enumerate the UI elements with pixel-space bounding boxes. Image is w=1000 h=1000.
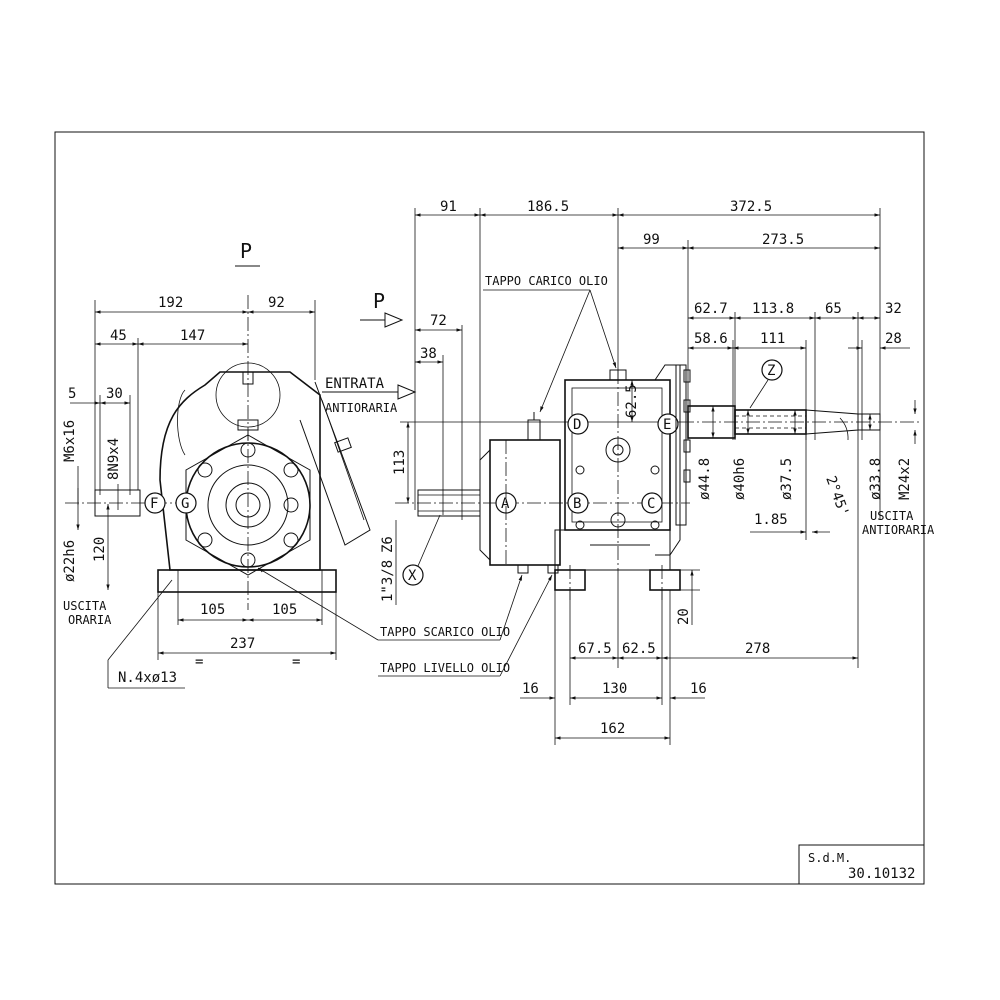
dim-32: 32 [885, 301, 902, 317]
key-8n9x4: 8N9x4 [106, 438, 122, 480]
dim-5: 5 [68, 386, 76, 402]
dim-111: 111 [760, 331, 785, 347]
dim-38: 38 [420, 346, 437, 362]
dim-113-8: 113.8 [752, 301, 794, 317]
right-output-line1: USCITA [870, 509, 914, 523]
dim-62-5-vertical: 62.5 [624, 384, 640, 418]
dim-16-left: 16 [522, 681, 539, 697]
eq-mark-2: = [292, 654, 300, 670]
dim-30: 30 [106, 386, 123, 402]
point-c: C [647, 496, 655, 512]
title-block-code: 30.10132 [848, 866, 915, 882]
dim-dia-33-8: ø33.8 [868, 458, 884, 500]
left-view-label: P [240, 239, 252, 263]
holes-label: N.4xø13 [118, 670, 177, 686]
input-label-antioraria: ANTIORARIA [325, 401, 398, 415]
right-output-line2: ANTIORARIA [862, 523, 935, 537]
dim-62-7: 62.7 [694, 301, 728, 317]
dim-162: 162 [600, 721, 625, 737]
circle-z: Z [767, 363, 775, 379]
dim-58-6: 58.6 [694, 331, 728, 347]
dim-67-5: 67.5 [578, 641, 612, 657]
left-view: P 192 92 45 147 5 30 M6x16 8N9x4 ø22h6 1… [62, 239, 371, 689]
dim-130: 130 [602, 681, 627, 697]
tappo-livello-label: TAPPO LIVELLO OLIO [380, 661, 510, 675]
thread-m24x2: M24x2 [897, 458, 913, 500]
dim-16-right: 16 [690, 681, 707, 697]
dim-dia-44-8: ø44.8 [697, 458, 713, 500]
dim-113: 113 [392, 450, 408, 475]
dim-1-85: 1.85 [754, 512, 788, 528]
tappo-carico-label: TAPPO CARICO OLIO [485, 274, 608, 288]
tappo-scarico-label: TAPPO SCARICO OLIO [380, 625, 510, 639]
dim-105-left: 105 [200, 602, 225, 618]
output-label-line2: ORARIA [68, 613, 112, 627]
dim-91: 91 [440, 199, 457, 215]
arrow-p-label: P [373, 289, 385, 313]
point-f: F [150, 496, 158, 512]
dim-72: 72 [430, 313, 447, 329]
dim-120: 120 [92, 537, 108, 562]
shaft-22h6: ø22h6 [62, 540, 78, 582]
dim-65: 65 [825, 301, 842, 317]
dim-237: 237 [230, 636, 255, 652]
dim-105-right: 105 [272, 602, 297, 618]
point-b: B [573, 496, 581, 512]
circle-x: X [408, 568, 417, 584]
eq-mark-1: = [195, 654, 203, 670]
dim-dia-40h6: ø40h6 [732, 458, 748, 500]
dim-186-5: 186.5 [527, 199, 569, 215]
dim-92: 92 [268, 295, 285, 311]
output-label-line1: USCITA [63, 599, 107, 613]
point-e: E [663, 417, 671, 433]
point-g: G [181, 496, 189, 512]
dim-45: 45 [110, 328, 127, 344]
dim-62-5: 62.5 [622, 641, 656, 657]
spline-label: 1"3/8 [380, 560, 396, 602]
drawing-frame [54, 131, 925, 885]
dim-372-5: 372.5 [730, 199, 772, 215]
input-label-entrata: ENTRATA [325, 376, 385, 392]
dim-99: 99 [643, 232, 660, 248]
point-d: D [573, 417, 581, 433]
output-shaft-view: 372.5 99 273.5 62.7 113.8 65 32 58.6 111… [618, 199, 935, 668]
dim-taper: 2°45' [822, 474, 851, 519]
dim-20: 20 [676, 608, 692, 625]
center-view: P ENTRATA ANTIORARIA 91 186.5 72 38 113 … [257, 199, 707, 745]
dim-273-5: 273.5 [762, 232, 804, 248]
dim-278: 278 [745, 641, 770, 657]
point-a: A [501, 496, 510, 512]
title-block: S.d.M. 30.10132 [798, 844, 925, 885]
dim-192: 192 [158, 295, 183, 311]
dim-28: 28 [885, 331, 902, 347]
dim-147: 147 [180, 328, 205, 344]
title-block-sdm: S.d.M. [808, 851, 851, 865]
dim-dia-37-5: ø37.5 [779, 458, 795, 500]
thread-m6x16: M6x16 [62, 420, 78, 462]
z6-label: Z6 [380, 536, 396, 553]
